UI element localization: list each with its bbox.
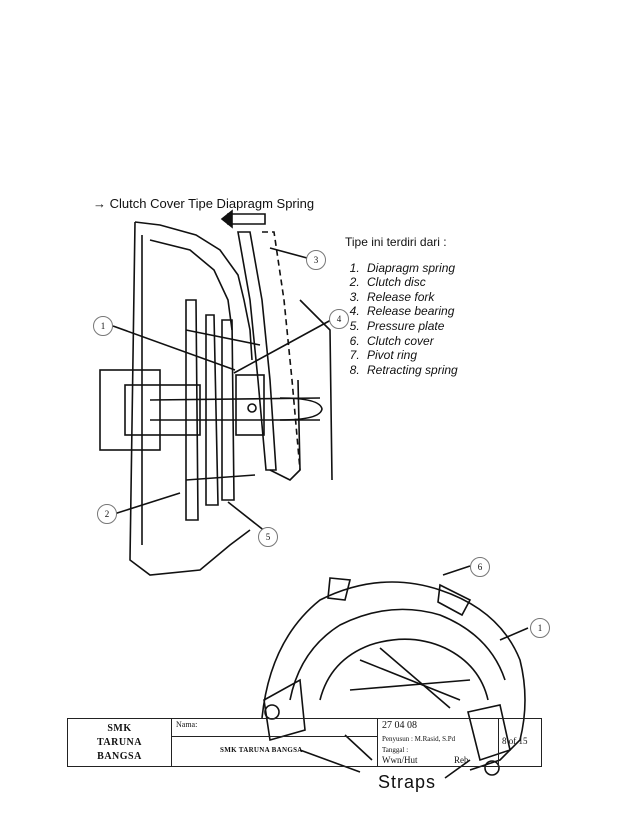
- callout-4: 4: [329, 309, 349, 329]
- callout-3: 3: [306, 250, 326, 270]
- list-item: Pivot ring: [363, 348, 458, 363]
- school-line: SMK: [107, 722, 132, 734]
- heading-text: Clutch Cover Tipe Diapragm Spring: [109, 196, 315, 211]
- list-item: Release fork: [363, 290, 458, 305]
- divider: [172, 736, 377, 737]
- name-label: Nama:: [176, 720, 198, 729]
- parts-items: Diapragm spring Clutch disc Release fork…: [345, 261, 458, 378]
- parts-list: Tipe ini terdiri dari : Diapragm spring …: [345, 235, 458, 377]
- section-heading: → Clutch Cover Tipe Diapragm Spring: [93, 196, 314, 211]
- callout-2: 2: [97, 504, 117, 524]
- list-item: Release bearing: [363, 304, 458, 319]
- callout-5: 5: [258, 527, 278, 547]
- housing-outline: [129, 221, 253, 576]
- list-item: Clutch cover: [363, 334, 458, 349]
- name-value: SMK TARUNA BANGSA: [220, 746, 303, 754]
- callout-1: 1: [93, 316, 113, 336]
- list-item: Diapragm spring: [363, 261, 458, 276]
- arrow-icon: →: [93, 196, 106, 211]
- revision-value: Reb: [454, 755, 469, 765]
- author-value: Penyusun : M.Rasid, S.Pd: [382, 735, 456, 743]
- callout-1-cover: 1: [530, 618, 550, 638]
- list-item: Pressure plate: [363, 319, 458, 334]
- school-line: TARUNA: [96, 736, 143, 748]
- list-item: Clutch disc: [363, 275, 458, 290]
- page-number: 8 of 15: [502, 736, 528, 746]
- school-line: BANGSA: [97, 750, 142, 762]
- callout-6: 6: [470, 557, 490, 577]
- parts-intro: Tipe ini terdiri dari :: [345, 235, 447, 249]
- date-cell: 27 04 08 Penyusun : M.Rasid, S.Pd Tangga…: [378, 719, 499, 766]
- name-cell: Nama: SMK TARUNA BANGSA: [172, 719, 378, 766]
- tanggal-label: Tanggal :: [382, 746, 409, 754]
- reviewer-value: Wwn/Hut: [382, 755, 418, 765]
- list-item: Retracting spring: [363, 363, 458, 378]
- straps-label: Straps: [378, 772, 437, 792]
- date-value: 27 04 08: [382, 720, 417, 731]
- footer-table: SMK TARUNA BANGSA Nama: SMK TARUNA BANGS…: [67, 718, 542, 767]
- school-cell: SMK TARUNA BANGSA: [68, 719, 172, 766]
